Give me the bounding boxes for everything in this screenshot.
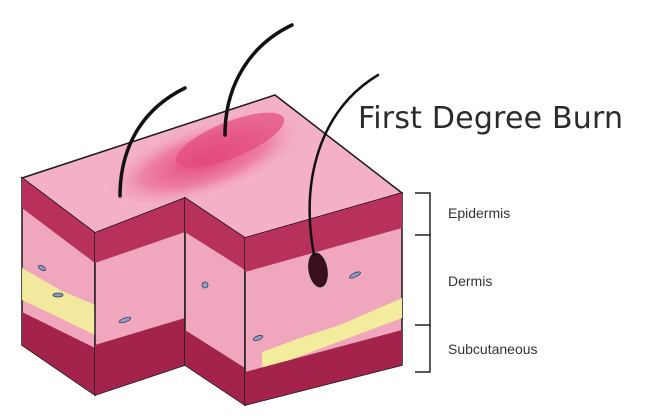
layer-brackets xyxy=(415,193,430,372)
label-epidermis: Epidermis xyxy=(448,205,510,221)
label-subcutaneous: Subcutaneous xyxy=(448,341,538,357)
label-dermis: Dermis xyxy=(448,273,492,289)
middle-block-front xyxy=(95,198,185,395)
diagram-title: First Degree Burn xyxy=(358,101,623,136)
